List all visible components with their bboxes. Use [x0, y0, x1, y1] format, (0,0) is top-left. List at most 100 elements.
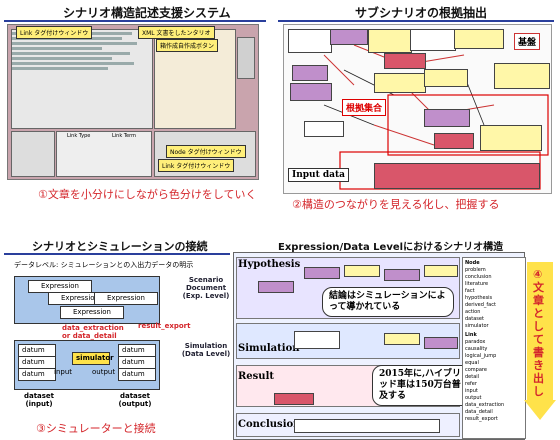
q2-label-evidence: 根拠集合: [342, 99, 387, 116]
q4-bubble-1: 結論はシミュレーションによって導かれている: [322, 287, 454, 317]
q2-node-10[interactable]: [424, 69, 468, 87]
q4-legend-link-9: data_extraction: [465, 402, 505, 408]
q4-legend-node-0: problem: [465, 267, 486, 273]
q1-link-table[interactable]: Link Type Link Term: [56, 131, 152, 177]
q3-scenario-doc: Scenario Document (Exp. Level): [182, 276, 230, 300]
q4-side-bar: [527, 262, 553, 402]
q2-node-13[interactable]: [480, 125, 542, 151]
q3-dataset-output: dataset (output): [118, 392, 152, 408]
q4-legend-link-5: detail: [465, 374, 480, 380]
q2-title: サブシナリオの根拠抽出: [355, 6, 488, 20]
q4-legend-node-3: fact: [465, 288, 475, 294]
q4-legend-node-6: action: [465, 309, 481, 315]
q2-node-14[interactable]: [304, 121, 344, 137]
q3-or-data-detail: or data_detail: [62, 332, 117, 340]
q2-caption: ②構造のつながりを見える化し、把握する: [292, 198, 500, 211]
q4-structure: Hypothesis Simulation Result Conclusion …: [233, 252, 526, 440]
q1-tag-link-bottom: Link タグ付けウィンドウ: [158, 159, 235, 172]
q4-legend-link-3: equal: [465, 360, 479, 366]
q3-bullet: データレベル: シミュレーションとの入出力データの明示: [14, 261, 194, 269]
q1-col-link-term: Link Term: [112, 133, 136, 139]
q4-simulation-label: Simulation: [238, 343, 300, 354]
q4-node-4[interactable]: [424, 265, 458, 277]
q1-side-buttons[interactable]: [237, 37, 255, 79]
q4-node-9[interactable]: [274, 393, 314, 405]
q3-data-extraction: data_extraction: [62, 324, 124, 332]
q1-screenshot: Link Type Link Term Link タグ付けウィンドウ XML 文…: [7, 24, 259, 180]
q4-legend-link-8: output: [465, 395, 482, 401]
q4-node-1[interactable]: [304, 267, 340, 279]
q2-graph: 基盤 根拠集合 Input data: [283, 24, 552, 194]
q4-legend: Node problem conclusion literature fact …: [462, 257, 526, 439]
q3-input-label: input: [54, 368, 73, 376]
q2-node-15[interactable]: [434, 133, 474, 149]
q4-legend-link-2: logical_jump: [465, 353, 497, 359]
q3-dataset-input: dataset (input): [23, 392, 55, 408]
q1-tag-box: 箱作成自作成ボタン: [156, 39, 219, 52]
q4-legend-node-2: literature: [465, 281, 489, 287]
q3-output-label: output: [92, 368, 116, 376]
q4-legend-node-1: conclusion: [465, 274, 492, 280]
q4-legend-node-title: Node: [465, 260, 480, 266]
q4-node-3[interactable]: [384, 269, 420, 281]
q3-title: シナリオとシミュレーションの接続: [32, 240, 208, 253]
q3-expression-3[interactable]: Expression: [94, 292, 158, 305]
q3-expression-4[interactable]: Expression: [60, 306, 124, 319]
q1-caption: ①文章を小分けにしながら色分けをしていく: [38, 188, 257, 201]
q4-legend-link-title: Link: [465, 332, 477, 338]
q1-list-pane[interactable]: [11, 131, 55, 177]
q4-title: Expression/Data Levelにおけるシナリオ構造: [278, 242, 504, 253]
q3-divider: [4, 253, 230, 255]
q4-node-10[interactable]: [294, 419, 440, 433]
q2-node-5[interactable]: [454, 29, 504, 49]
q4-bubble-2: 2015年に,ハイブリッド車は150万台普及する: [372, 365, 472, 406]
q2-node-8[interactable]: [384, 53, 426, 69]
q4-legend-node-4: hypothesis: [465, 295, 493, 301]
q3-caption: ③シミュレーターと接続: [36, 422, 156, 435]
q4-side-text: ④文章として書き出し: [533, 268, 544, 398]
q4-legend-link-11: result_export: [465, 416, 498, 422]
q4-node-7[interactable]: [384, 333, 420, 345]
q1-tag-link-top: Link タグ付けウィンドウ: [16, 26, 93, 39]
q1-divider: [4, 20, 266, 22]
q2-label-base: 基盤: [514, 33, 541, 50]
q2-node-11[interactable]: [494, 63, 550, 89]
q2-node-1[interactable]: [288, 29, 332, 53]
q4-legend-node-8: simulator: [465, 323, 489, 329]
q4-side-arrow-icon: [524, 400, 556, 420]
q2-node-12[interactable]: [424, 109, 470, 127]
q2-node-9[interactable]: [374, 73, 426, 93]
q4-node-6[interactable]: [294, 331, 340, 349]
q1-tag-xml: XML 文書をしたンタリオ: [138, 26, 215, 39]
q2-node-4[interactable]: [410, 29, 456, 51]
q4-legend-link-0: paradox: [465, 339, 486, 345]
q4-hypothesis-label: Hypothesis: [238, 259, 301, 270]
q2-divider: [278, 20, 554, 22]
q3-simulation-level: Simulation (Data Level): [181, 342, 231, 358]
q4-legend-link-7: input: [465, 388, 478, 394]
q1-text-pane[interactable]: [11, 29, 153, 129]
q2-input-nodes[interactable]: [374, 163, 540, 189]
q1-col-link-type: Link Type: [67, 133, 91, 139]
q1-tag-node: Node タグ付けウィンドウ: [166, 145, 246, 158]
q4-legend-node-5: derived_fact: [465, 302, 496, 308]
q4-conclusion-label: Conclusion: [238, 419, 301, 430]
q3-result-export: result_export: [138, 322, 191, 330]
q2-node-3[interactable]: [368, 29, 412, 53]
q4-legend-link-4: compare: [465, 367, 487, 373]
q4-node-8[interactable]: [424, 337, 458, 349]
q2-node-6[interactable]: [292, 65, 328, 81]
q4-node-5[interactable]: [258, 281, 294, 293]
q4-result-label: Result: [238, 371, 274, 382]
q4-legend-link-10: data_detail: [465, 409, 493, 415]
q4-legend-link-6: refer: [465, 381, 477, 387]
q3-simulator[interactable]: simulator: [72, 352, 114, 365]
q4-simulation-area: [236, 323, 460, 359]
q1-title: シナリオ構造記述支援システム: [63, 6, 231, 20]
q2-node-2[interactable]: [330, 29, 368, 45]
q4-node-2[interactable]: [344, 265, 380, 277]
q3-datum-in-3[interactable]: datum: [18, 368, 56, 381]
q3-datum-out-3[interactable]: datum: [118, 368, 156, 381]
q4-legend-node-7: dataset: [465, 316, 484, 322]
q2-node-7[interactable]: [290, 83, 332, 101]
